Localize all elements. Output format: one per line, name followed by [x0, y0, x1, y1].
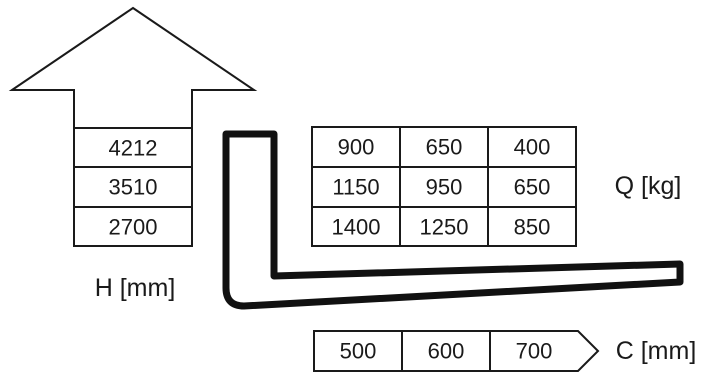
height-value: 4212 [109, 136, 158, 161]
center-value: 600 [428, 339, 465, 364]
load-value: 1250 [420, 215, 469, 240]
height-value-table: 4212 3510 2700 [73, 127, 193, 247]
load-unit-label: Q [kg] [615, 172, 682, 200]
center-arrow: 500 600 700 [313, 330, 600, 372]
load-capacity-table: 900 650 400 1150 950 650 1400 1250 850 [311, 126, 577, 247]
load-value: 400 [514, 135, 551, 160]
center-value: 500 [340, 339, 377, 364]
load-value: 850 [514, 215, 551, 240]
height-value: 3510 [109, 175, 158, 200]
center-value: 700 [516, 339, 553, 364]
center-arrow-outline [313, 330, 600, 372]
center-unit-label: C [mm] [616, 337, 697, 365]
load-value: 650 [426, 135, 463, 160]
load-value: 950 [426, 175, 463, 200]
load-value: 1150 [332, 175, 379, 200]
height-value: 2700 [109, 215, 158, 240]
fork-tine-icon [222, 130, 684, 310]
load-value: 900 [338, 135, 375, 160]
load-value: 1400 [332, 215, 381, 240]
height-unit-label: H [mm] [95, 274, 176, 302]
load-value: 650 [514, 175, 551, 200]
